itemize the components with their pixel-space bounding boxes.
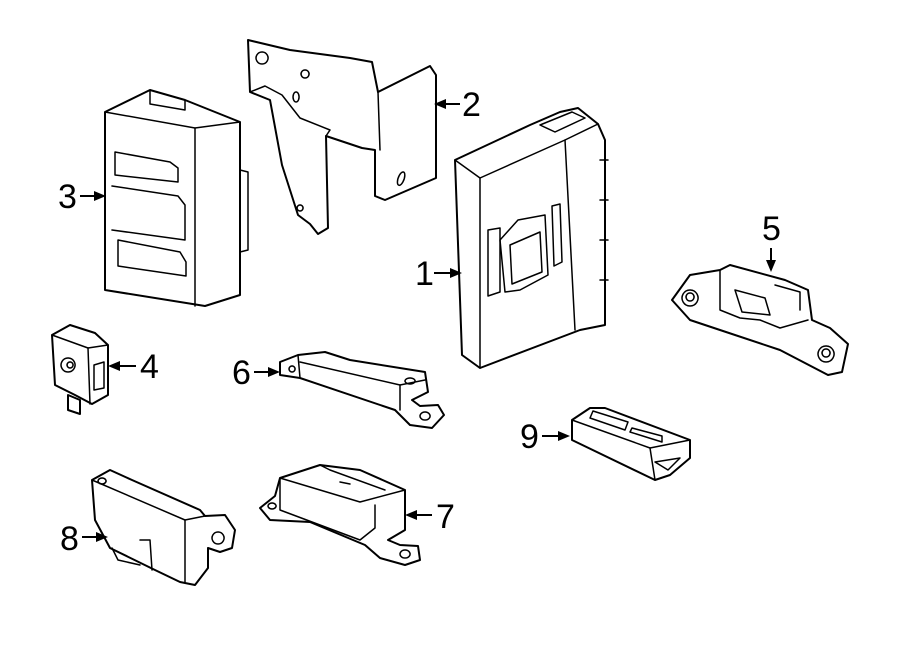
part-5-receiver (671, 264, 849, 376)
arrowhead (450, 268, 462, 278)
callout-5-label: 5 (762, 210, 781, 248)
callout-1: 1 (415, 255, 462, 293)
arrowhead (405, 510, 417, 520)
arrowhead (434, 99, 446, 109)
part-6-antenna (279, 351, 445, 429)
callout-6-label: 6 (232, 354, 251, 392)
callout-3: 3 (58, 178, 106, 216)
arrowhead (94, 191, 106, 201)
part-4-sensor (51, 324, 109, 415)
callout-9-label: 9 (520, 418, 539, 456)
part-9-key-fob (571, 407, 691, 481)
callout-7-label: 7 (436, 498, 455, 536)
arrowhead (558, 431, 570, 441)
callout-8: 8 (60, 520, 108, 558)
part-7-module (259, 464, 421, 566)
part-8-module (91, 469, 236, 586)
callout-5: 5 (762, 210, 781, 272)
callout-9: 9 (520, 418, 570, 456)
callout-4: 4 (108, 348, 159, 386)
part-1-control-module (454, 107, 609, 369)
callout-2: 2 (434, 86, 481, 124)
callout-8-label: 8 (60, 520, 79, 558)
callout-7: 7 (405, 498, 455, 536)
arrowhead (268, 367, 280, 377)
callout-6: 6 (232, 354, 280, 392)
callout-4-label: 4 (140, 348, 159, 386)
arrowhead (108, 361, 120, 371)
callout-3-label: 3 (58, 178, 77, 216)
arrowhead (766, 260, 776, 272)
callout-1-label: 1 (415, 255, 434, 293)
callout-2-label: 2 (462, 86, 481, 124)
part-3-module (104, 89, 249, 307)
arrowhead (96, 532, 108, 542)
part-2-bracket (247, 39, 437, 235)
